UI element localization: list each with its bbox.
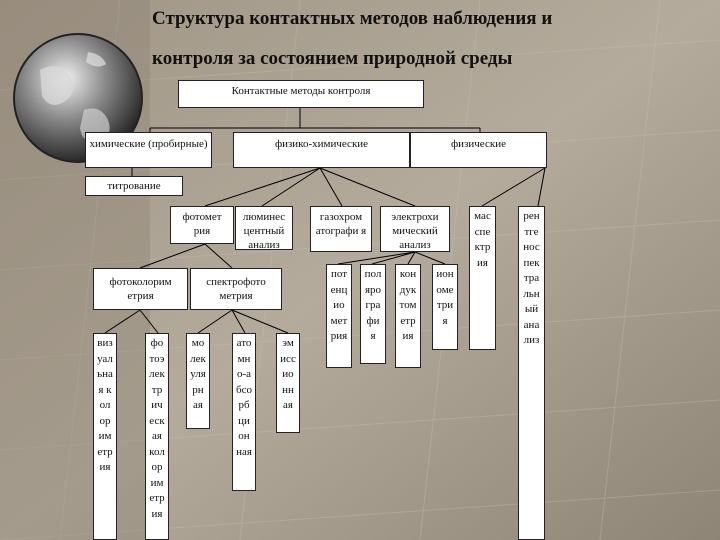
node-visual-colorimetry: визуальная колориметрия (93, 333, 117, 540)
node-conductometry: кондуктометрия (395, 264, 421, 368)
node-electrochem: электрохи мический анализ (380, 206, 450, 252)
node-photoelectric: фотоэлектрическая колориметрия (145, 333, 169, 540)
title-line-1: Структура контактных методов наблюдения … (152, 8, 553, 29)
node-photocolorimetry: фотоколорим етрия (93, 268, 188, 310)
node-titration: титрование (85, 176, 183, 196)
node-ionometry: ионометрия (432, 264, 458, 350)
node-gaschrom: газохром атографи я (310, 206, 372, 252)
node-xray: рентгеноспектральный анализ (518, 206, 545, 540)
node-photometry: фотомет рия (170, 206, 234, 244)
node-spectrophotometry: спектрофото метрия (190, 268, 282, 310)
node-massspec: масспектрия (469, 206, 496, 350)
title-line-2: контроля за состоянием природной среды (152, 48, 513, 69)
node-physchem: физико-химические (233, 132, 410, 168)
node-atomic-absorption: атомно-абсорбционная (232, 333, 256, 491)
node-physical: физические (410, 132, 547, 168)
node-potentiometry: потенциометрия (326, 264, 352, 368)
node-luminescent: люминес центный анализ (235, 206, 293, 250)
node-molecular: молекулярная (186, 333, 210, 429)
node-emission: эмиссионная (276, 333, 300, 433)
node-polarography: полярография (360, 264, 386, 364)
node-chemical: химические (пробирные) (85, 132, 212, 168)
node-root: Контактные методы контроля (178, 80, 424, 108)
